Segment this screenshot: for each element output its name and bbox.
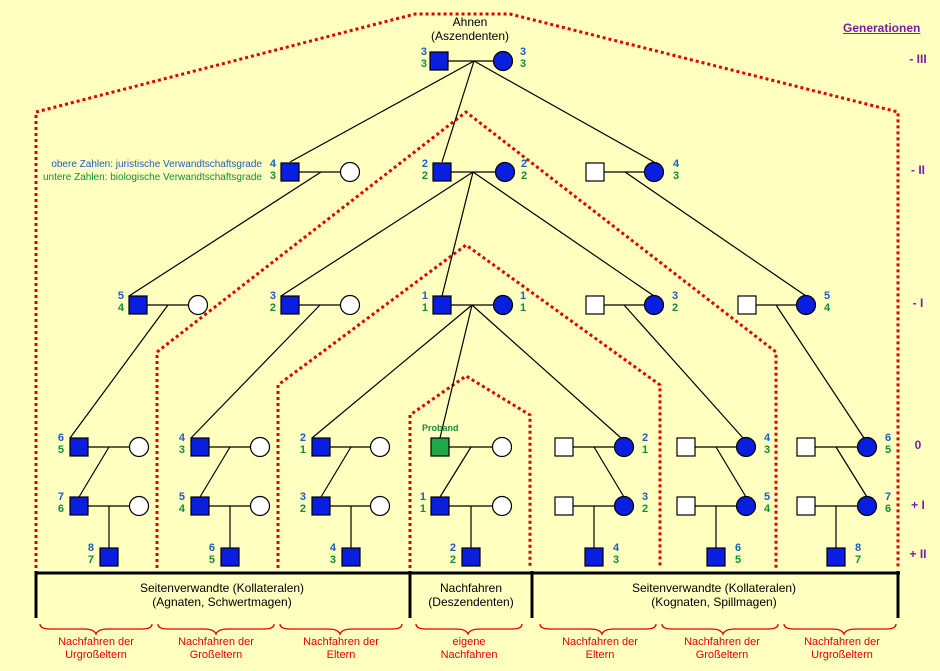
person-gen1-3 bbox=[311, 496, 331, 516]
spouse-gen-minus1-6 bbox=[737, 295, 757, 315]
spouse-gen1-1 bbox=[128, 495, 150, 517]
spouse-gen1-7 bbox=[796, 496, 816, 516]
person-gen0-2 bbox=[190, 437, 210, 457]
brace-7 bbox=[783, 623, 897, 636]
grandfather-left bbox=[280, 162, 300, 182]
person-gen0-3 bbox=[311, 437, 331, 457]
child bbox=[430, 496, 450, 516]
spouse-gen0-3 bbox=[369, 436, 391, 458]
boundary-great-grandparents bbox=[34, 12, 900, 568]
great-grandfather bbox=[429, 51, 449, 71]
spouse-gen1-6 bbox=[676, 496, 696, 516]
spouse-gen0-5 bbox=[554, 437, 574, 457]
grandchild bbox=[461, 547, 481, 567]
person-gen2-2 bbox=[220, 547, 240, 567]
father bbox=[432, 295, 452, 315]
person-gen1-5 bbox=[613, 495, 635, 517]
pedigree-lines bbox=[69, 60, 868, 548]
brace-3 bbox=[279, 623, 403, 636]
grandfather-right-spouse bbox=[585, 162, 605, 182]
person-gen0-6 bbox=[735, 436, 757, 458]
great-grandmother bbox=[492, 50, 514, 72]
spouse-gen0-7 bbox=[796, 437, 816, 457]
person-gen1-6 bbox=[735, 495, 757, 517]
mother bbox=[492, 294, 514, 316]
spouse-gen-minus1-5 bbox=[585, 295, 605, 315]
proband-spouse bbox=[491, 436, 513, 458]
spouse-gen1-2 bbox=[249, 495, 271, 517]
spouse-gen0-6 bbox=[676, 437, 696, 457]
person-gen0-7 bbox=[856, 436, 878, 458]
grandfather-center bbox=[432, 162, 452, 182]
brace-6 bbox=[661, 623, 779, 636]
person-gen2-3 bbox=[341, 547, 361, 567]
person-gen0-5 bbox=[613, 436, 635, 458]
subgroup-braces bbox=[39, 623, 897, 636]
person-gen1-7 bbox=[856, 495, 878, 517]
person-gen2-5 bbox=[584, 547, 604, 567]
spouse-gen0-2 bbox=[249, 436, 271, 458]
proband bbox=[430, 437, 450, 457]
group-bar bbox=[34, 571, 900, 618]
brace-5 bbox=[539, 623, 657, 636]
person-gen-minus1-2 bbox=[280, 295, 300, 315]
spouse-gen-minus1-2 bbox=[339, 294, 361, 316]
person-gen2-7 bbox=[826, 547, 846, 567]
child-spouse bbox=[491, 495, 513, 517]
grandmother-center bbox=[494, 161, 516, 183]
spouse-gen-minus1-1 bbox=[187, 294, 209, 316]
person-gen-minus1-5 bbox=[643, 294, 665, 316]
person-gen2-1 bbox=[99, 547, 119, 567]
person-gen-minus1-6 bbox=[795, 294, 817, 316]
person-gen-minus1-1 bbox=[128, 295, 148, 315]
person-gen1-1 bbox=[69, 496, 89, 516]
spouse-gen1-5 bbox=[554, 496, 574, 516]
grandmother-left-spouse bbox=[339, 161, 361, 183]
boundary-parents bbox=[276, 243, 662, 568]
brace-2 bbox=[157, 623, 275, 636]
spouse-gen0-1 bbox=[128, 436, 150, 458]
person-gen2-6 bbox=[706, 547, 726, 567]
boundary-grandparents bbox=[155, 110, 778, 568]
brace-1 bbox=[39, 623, 153, 636]
grandmother-right bbox=[643, 161, 665, 183]
spouse-gen1-3 bbox=[369, 495, 391, 517]
boundary-own-descendants bbox=[408, 374, 532, 568]
person-gen0-1 bbox=[69, 437, 89, 457]
person-gen1-2 bbox=[190, 496, 210, 516]
brace-4 bbox=[415, 623, 523, 636]
